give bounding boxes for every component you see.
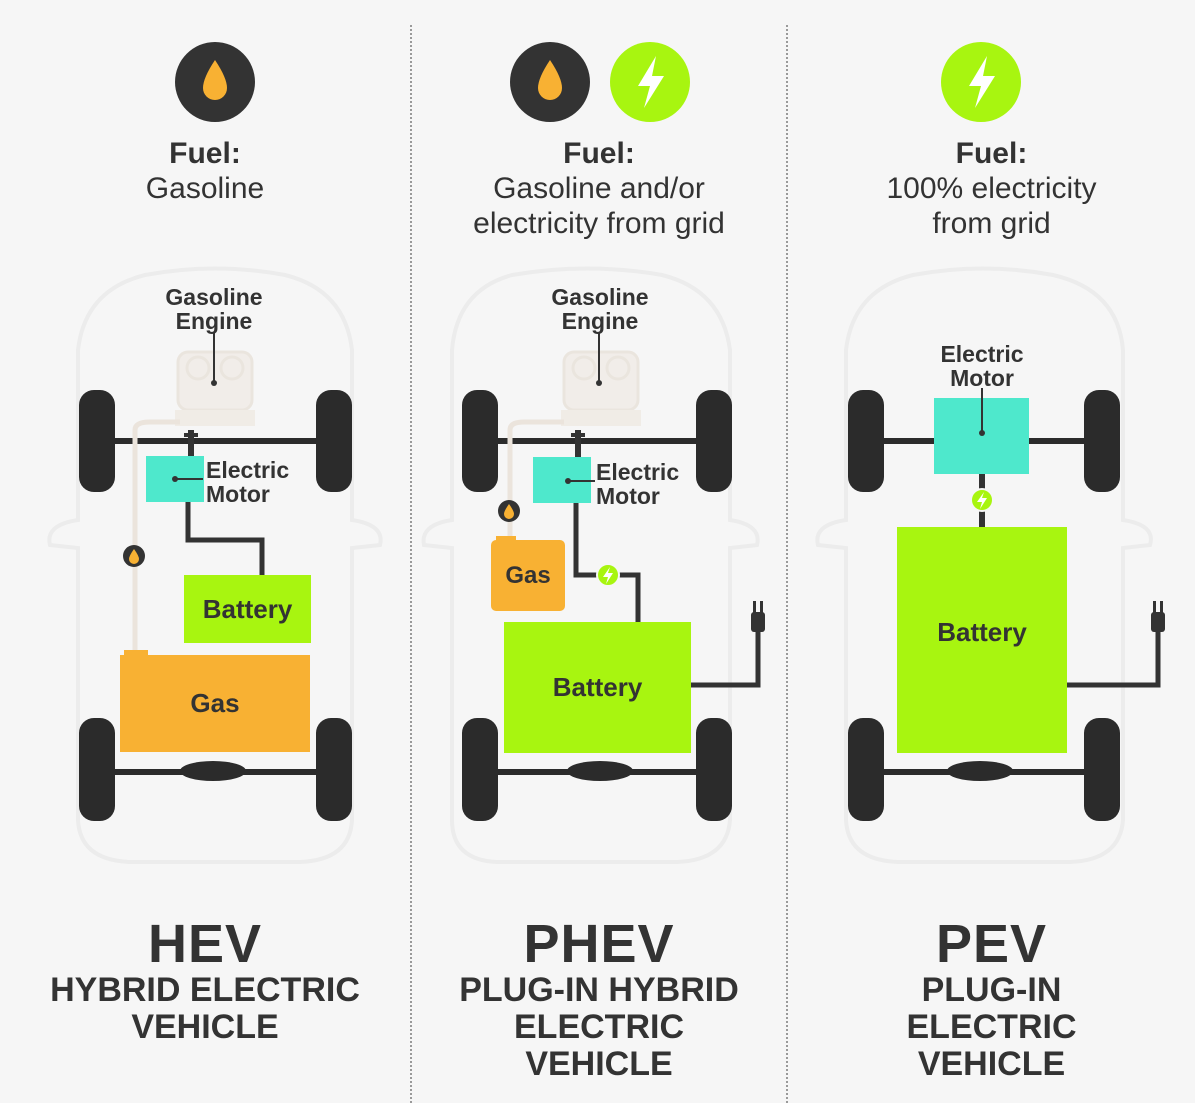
gas-tank-box: [491, 540, 565, 611]
gas-tank-box: [120, 655, 310, 752]
fuel-drop-icon: [498, 500, 520, 522]
wheel-front-right: [316, 390, 352, 492]
vehicle-full-name: HYBRID ELECTRIC VEHICLE: [50, 971, 360, 1046]
battery-box: [184, 575, 311, 643]
battery-label: Battery: [937, 616, 1027, 647]
vehicle-abbreviation: PEV: [935, 914, 1048, 974]
pev-drivetrain-diagram: [815, 266, 1165, 864]
differential: [947, 761, 1013, 781]
engine-label: Gasoline Engine: [165, 284, 263, 334]
gas-label: Gas: [505, 561, 551, 589]
battery-label: Battery: [202, 593, 293, 624]
fuel-label: Fuel:: [169, 137, 241, 170]
hev-panel: Fuel: Gasoline Gasoline Engine Electric …: [0, 0, 410, 1103]
wheel-front-left: [848, 390, 884, 492]
fuel-drop-icon: [123, 545, 145, 567]
wheel-rear-right: [696, 718, 732, 821]
differential: [567, 761, 633, 781]
battery-box: [504, 622, 691, 753]
lightning-bolt-icon: [596, 563, 620, 587]
motor-label: Electric Motor: [596, 459, 680, 509]
lightning-bolt-icon: [610, 42, 690, 122]
hev-drivetrain-diagram: [47, 266, 383, 864]
vehicle-full-name: PLUG-IN HYBRID ELECTRIC VEHICLE: [459, 971, 739, 1083]
wheel-rear-left: [848, 718, 884, 821]
wheel-front-left: [79, 390, 115, 492]
fuel-drop-icon: [175, 42, 255, 122]
fuel-label: Fuel:: [563, 137, 635, 170]
fuel-info: Fuel: Gasoline: [0, 137, 410, 206]
fuel-info: Fuel: Gasoline and/or electricity from g…: [412, 137, 786, 241]
gasoline-engine-graphic: [561, 350, 641, 426]
fuel-value: 100% electricity from grid: [886, 172, 1097, 240]
differential: [180, 761, 246, 781]
motor-label: Electric Motor: [206, 457, 290, 507]
wheel-front-left: [462, 390, 498, 492]
plug-icon: [751, 601, 765, 632]
column-divider: [410, 25, 412, 1103]
phev-drivetrain-diagram: [421, 266, 765, 864]
lightning-bolt-icon: [941, 42, 1021, 122]
vehicle-abbreviation: PHEV: [523, 914, 675, 974]
fuel-value: Gasoline: [145, 172, 265, 205]
plug-icon: [1151, 601, 1165, 632]
column-divider: [786, 25, 788, 1103]
vehicle-abbreviation: HEV: [147, 914, 263, 974]
phev-panel: Fuel: Gasoline and/or electricity from g…: [412, 0, 786, 1103]
engine-label: Gasoline Engine: [551, 284, 649, 334]
motor-label: Electric Motor: [940, 341, 1024, 391]
fuel-label: Fuel:: [955, 137, 1028, 170]
wheel-rear-right: [1084, 718, 1120, 821]
wheel-front-right: [1084, 390, 1120, 492]
wheel-front-right: [696, 390, 732, 492]
fuel-drop-icon: [510, 42, 590, 122]
wheel-rear-left: [462, 718, 498, 821]
wheel-rear-left: [79, 718, 115, 821]
fuel-info: Fuel: 100% electricity from grid: [788, 137, 1195, 241]
battery-box: [897, 527, 1067, 753]
fuel-value: Gasoline and/or electricity from grid: [473, 172, 725, 240]
battery-label: Battery: [552, 672, 643, 702]
vehicle-full-name: PLUG-IN ELECTRIC VEHICLE: [906, 971, 1077, 1083]
lightning-bolt-icon: [970, 488, 994, 512]
pev-panel: Fuel: 100% electricity from grid Electri…: [788, 0, 1195, 1103]
gas-label: Gas: [190, 688, 240, 718]
wheel-rear-right: [316, 718, 352, 821]
